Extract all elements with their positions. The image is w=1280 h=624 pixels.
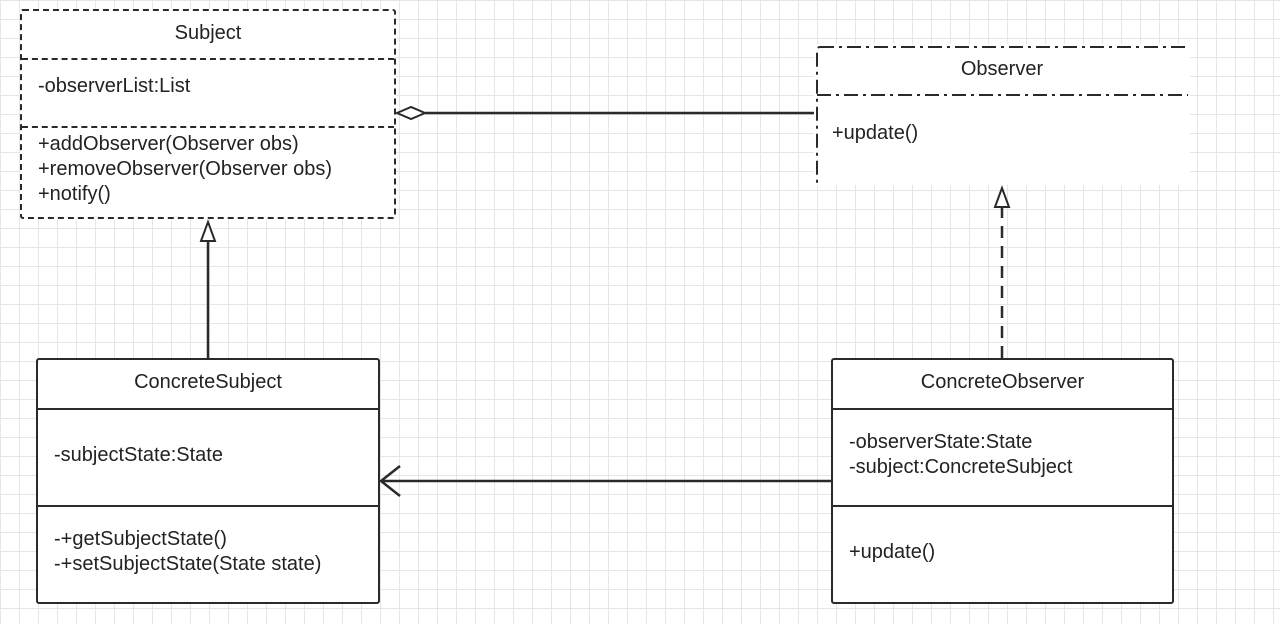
operation: +update() bbox=[832, 122, 919, 144]
attributes-compartment: -observerList:List bbox=[22, 58, 394, 127]
operation: +notify() bbox=[38, 183, 111, 205]
operation: -+setSubjectState(State state) bbox=[54, 553, 322, 575]
aggregation-diamond-icon bbox=[394, 105, 428, 121]
class-name: ConcreteObserver bbox=[920, 371, 1085, 393]
realization-concreteobserver-observer bbox=[993, 185, 1011, 358]
attribute: -subjectState:State bbox=[54, 444, 223, 466]
attributes-compartment: -observerState:State -subject:ConcreteSu… bbox=[833, 408, 1172, 506]
association-concreteobserver-concretesubject bbox=[378, 465, 831, 497]
operations-compartment: +update() bbox=[833, 505, 1172, 602]
operation: +update() bbox=[849, 541, 936, 563]
attribute: -subject:ConcreteSubject bbox=[849, 456, 1073, 478]
aggregation-subject-observer bbox=[394, 105, 814, 121]
attribute: -observerState:State bbox=[849, 431, 1033, 453]
operations-compartment: +update() bbox=[816, 96, 1188, 183]
operation: +removeObserver(Observer obs) bbox=[38, 158, 332, 180]
operation: -+getSubjectState() bbox=[54, 528, 227, 550]
operations-compartment: -+getSubjectState() -+setSubjectState(St… bbox=[38, 505, 378, 602]
operations-compartment: +addObserver(Observer obs) +removeObserv… bbox=[22, 126, 394, 217]
class-subject[interactable]: Subject -observerList:List +addObserver(… bbox=[20, 9, 396, 219]
realization-arrowhead-icon bbox=[993, 185, 1011, 208]
class-concrete-subject[interactable]: ConcreteSubject -subjectState:State -+ge… bbox=[36, 358, 380, 604]
generalization-concretesubject-subject bbox=[199, 219, 217, 358]
class-concrete-observer[interactable]: ConcreteObserver -observerState:State -s… bbox=[831, 358, 1174, 604]
attributes-compartment: -subjectState:State bbox=[38, 408, 378, 506]
generalization-arrowhead-icon bbox=[199, 219, 217, 242]
class-name: Observer bbox=[960, 58, 1044, 80]
class-observer[interactable]: Observer +update() bbox=[814, 44, 1190, 185]
class-name-compartment: ConcreteObserver bbox=[833, 360, 1172, 409]
attribute: -observerList:List bbox=[38, 75, 191, 97]
association-arrowhead-icon bbox=[378, 465, 401, 497]
operation: +addObserver(Observer obs) bbox=[38, 133, 299, 155]
class-name: Subject bbox=[174, 22, 242, 44]
class-name-compartment: ConcreteSubject bbox=[38, 360, 378, 409]
class-name-compartment: Observer bbox=[816, 46, 1188, 95]
class-name-compartment: Subject bbox=[22, 11, 394, 59]
class-name: ConcreteSubject bbox=[134, 371, 282, 393]
